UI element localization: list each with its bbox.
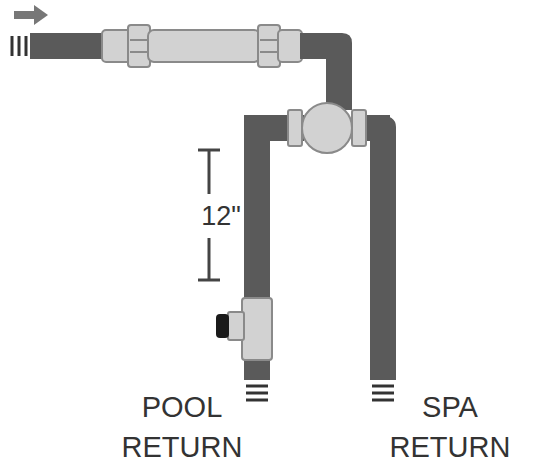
return-label: SPA RETURN (380, 387, 520, 467)
dimension-label: 12" (198, 201, 244, 231)
pipe-end-rings (12, 36, 26, 56)
three-way-valve (288, 103, 366, 153)
pipe-end-rings (246, 386, 394, 400)
flow-arrow (14, 5, 48, 25)
check-tee (216, 298, 272, 360)
cell-body (102, 25, 302, 67)
return-label: POOL RETURN (112, 387, 252, 467)
spa-pipe (356, 115, 396, 380)
outlet-pipe (300, 33, 352, 110)
